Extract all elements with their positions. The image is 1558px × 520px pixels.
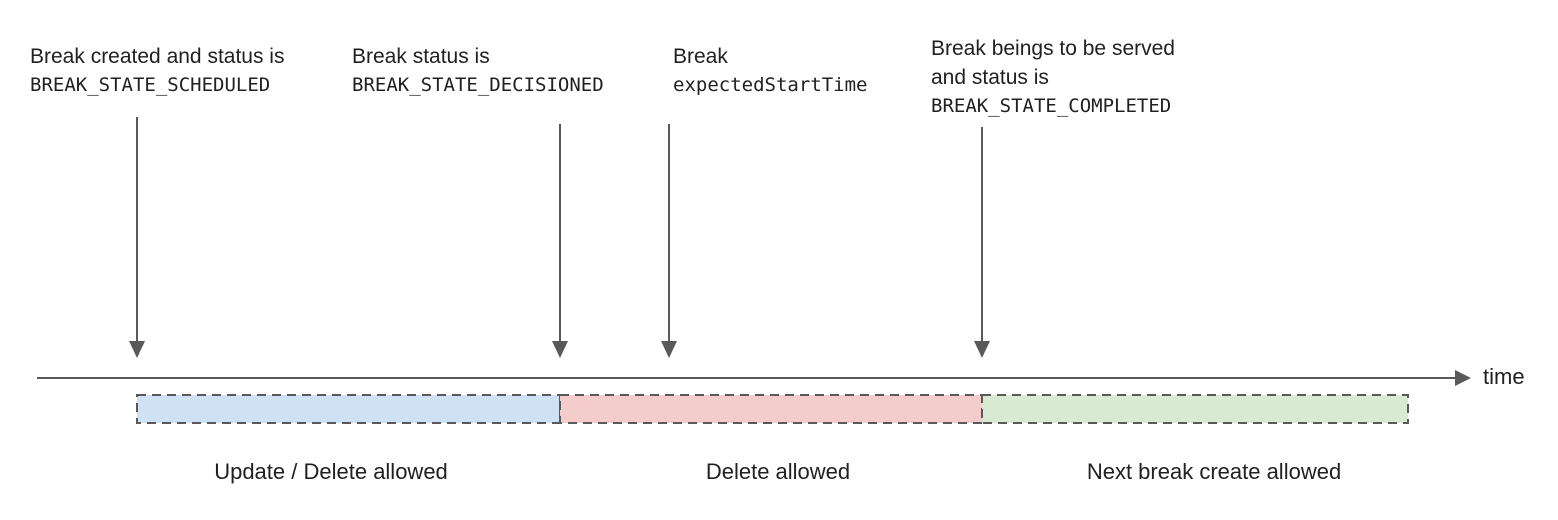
arrow-down-expected-start-icon [661,124,677,358]
arrow-stem [136,117,138,341]
annotation-scheduled: Break created and status is BREAK_STATE_… [30,42,284,100]
time-axis-label: time [1483,364,1525,389]
annotation-completed: Break beings to be served and status is … [931,34,1175,121]
time-axis-arrow-icon [1455,370,1471,386]
annotation-expected-start-time-code: expectedStartTime [673,74,868,96]
annotation-scheduled-state-code: BREAK_STATE_SCHEDULED [30,74,271,96]
annotation-decisioned-state-code: BREAK_STATE_DECISIONED [352,74,604,96]
annotation-expected-start-time-text: Break [673,45,728,68]
annotation-scheduled-text: Break created and status is [30,45,285,68]
arrow-stem [668,124,670,341]
timeline-segments [136,394,1409,424]
segment-label-next-break-create: Next break create allowed [1086,459,1342,484]
time-axis-line [37,377,1457,379]
arrow-down-completed-icon [974,127,990,358]
annotation-decisioned-text: Break status is [352,45,490,68]
annotation-completed-text-line1: Break beings to be served [931,37,1175,60]
segment-label-delete: Delete allowed [705,459,851,484]
arrow-head [661,341,677,358]
arrow-head [129,341,145,358]
arrow-down-decisioned-icon [552,124,568,358]
arrow-head [552,341,568,358]
annotation-completed-state-code: BREAK_STATE_COMPLETED [931,95,1172,117]
segment-next-break-create-allowed [981,394,1409,424]
segment-delete-allowed [559,394,983,424]
segment-update-delete-allowed [136,394,561,424]
segment-label-update-delete: Update / Delete allowed [214,459,448,484]
arrow-stem [981,127,983,341]
annotation-completed-text-line2: and status is [931,66,1049,89]
arrow-stem [559,124,561,341]
arrow-down-scheduled-icon [129,117,145,358]
annotation-expected-start-time: Break expectedStartTime [673,42,867,100]
annotation-decisioned: Break status is BREAK_STATE_DECISIONED [352,42,604,100]
arrow-head [974,341,990,358]
